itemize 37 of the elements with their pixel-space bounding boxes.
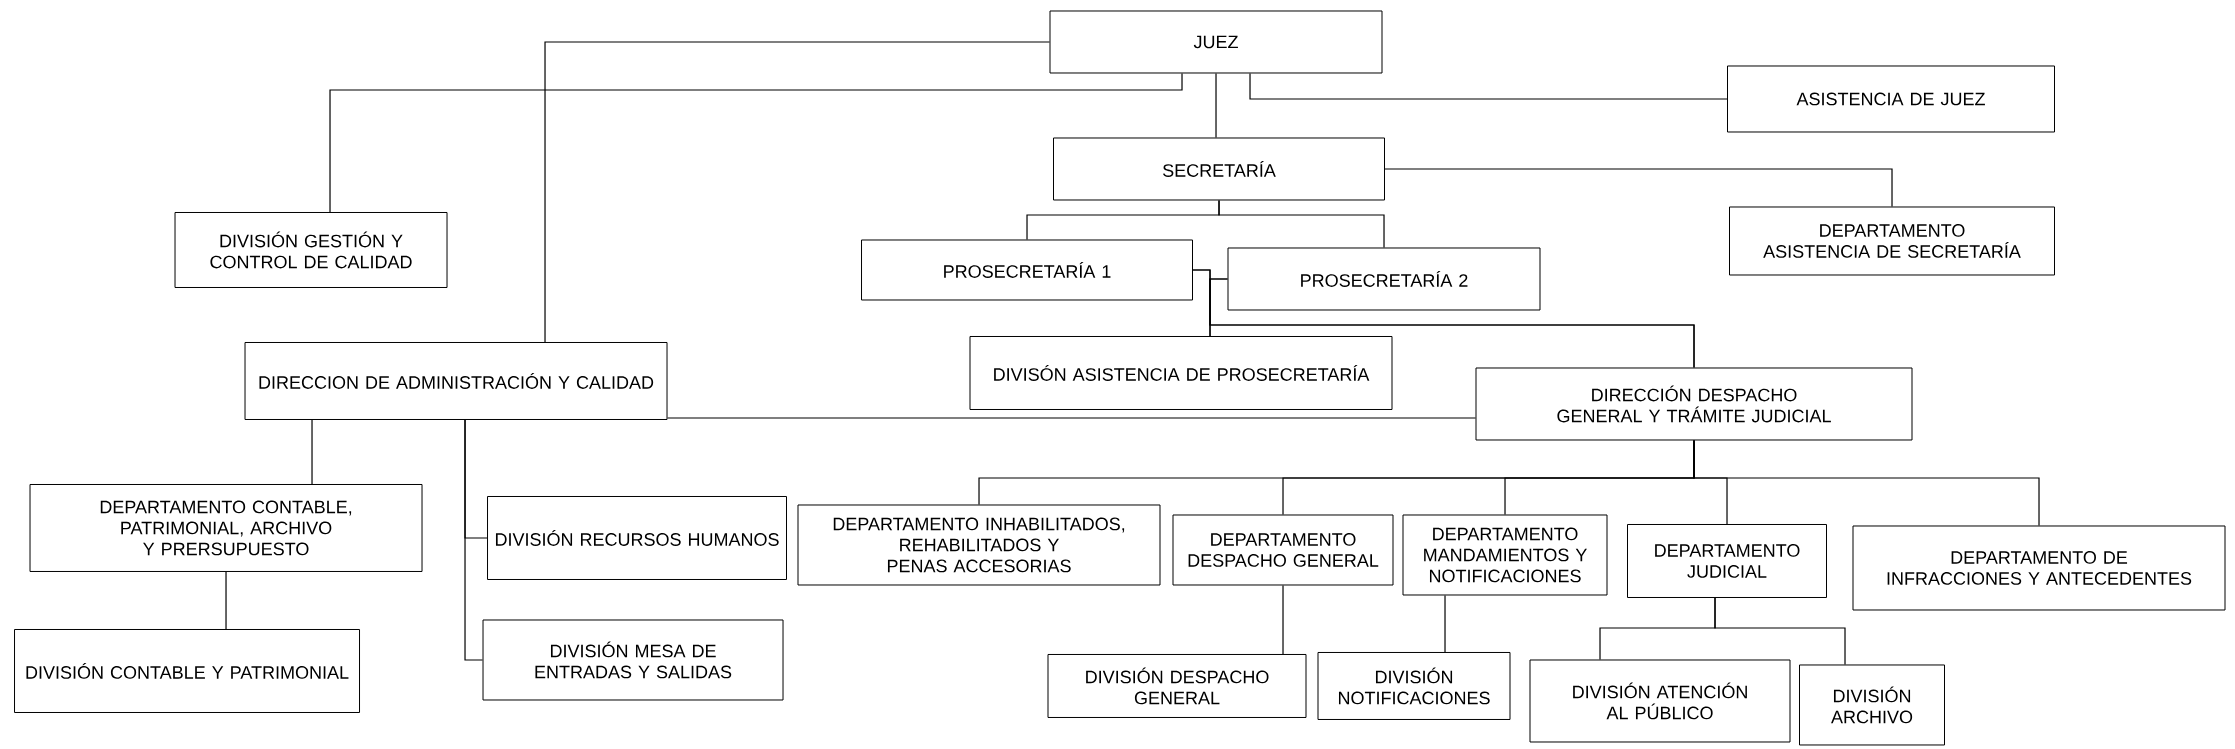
org-box: DEPARTAMENTO JUDICIAL [1627, 524, 1827, 598]
org-box: DEPARTAMENTO DE INFRACCIONES Y ANTECEDENTES [1852, 525, 2226, 611]
org-box: PROSECRETARÍA 1 [861, 239, 1193, 301]
connector-line [1218, 199, 1385, 249]
org-box: ASISTENCIA DE JUEZ [1727, 65, 2055, 133]
connector-line [1282, 584, 1284, 655]
org-box: DIRECCIÓN DESPACHO GENERAL Y TRÁMITE JUDICIAL [1475, 367, 1913, 441]
org-box: JUEZ [1049, 10, 1383, 74]
connector-line [1249, 72, 1728, 100]
connector-line [1384, 168, 1893, 208]
connector-line [225, 571, 227, 630]
org-box: DIRECCION DE ADMINISTRACIÓN Y CALIDAD [244, 342, 668, 420]
org-box: DIVISÓN ASISTENCIA DE PROSECRETARÍA [969, 336, 1393, 410]
connector-line [464, 419, 484, 661]
org-box: DEPARTAMENTO CONTABLE, PATRIMONIAL, ARCHIVO Y PRERSUPUESTO [29, 484, 423, 572]
org-box: DIVISIÓN CONTABLE Y PATRIMONIAL [14, 629, 360, 713]
org-box: DIVISIÓN RECURSOS HUMANOS [487, 496, 787, 580]
org-box: DEPARTAMENTO ASISTENCIA DE SECRETARÍA [1729, 206, 2055, 276]
connector-line [329, 72, 1183, 213]
org-box: DIVISIÓN GESTIÓN Y CONTROL DE CALIDAD [174, 212, 448, 288]
org-box: DIVISIÓN MESA DE ENTRADAS Y SALIDAS [482, 619, 784, 701]
connector-line [544, 41, 1051, 343]
org-box: SECRETARÍA [1053, 137, 1385, 201]
org-box: DIVISIÓN ATENCIÓN AL PÚBLICO [1529, 659, 1791, 743]
connector-line [1444, 594, 1446, 653]
org-box: DEPARTAMENTO INHABILITADOS, REHABILITADOS Y PENAS ACCESORIAS [797, 504, 1161, 586]
connector-line [1215, 72, 1217, 139]
org-box: DEPARTAMENTO MANDAMIENTOS Y NOTIFICACIONES [1402, 514, 1608, 596]
connector-line [1693, 439, 2040, 527]
org-box: PROSECRETARÍA 2 [1227, 247, 1541, 311]
connector-line [666, 417, 1477, 419]
connector-line [1714, 597, 1846, 666]
connector-line [311, 419, 313, 485]
org-box: DEPARTAMENTO DESPACHO GENERAL [1172, 514, 1394, 586]
org-box: DIVISIÓN ARCHIVO [1799, 664, 1945, 746]
org-box: DIVISIÓN NOTIFICACIONES [1317, 652, 1511, 720]
org-box: DIVISIÓN DESPACHO GENERAL [1047, 654, 1307, 718]
